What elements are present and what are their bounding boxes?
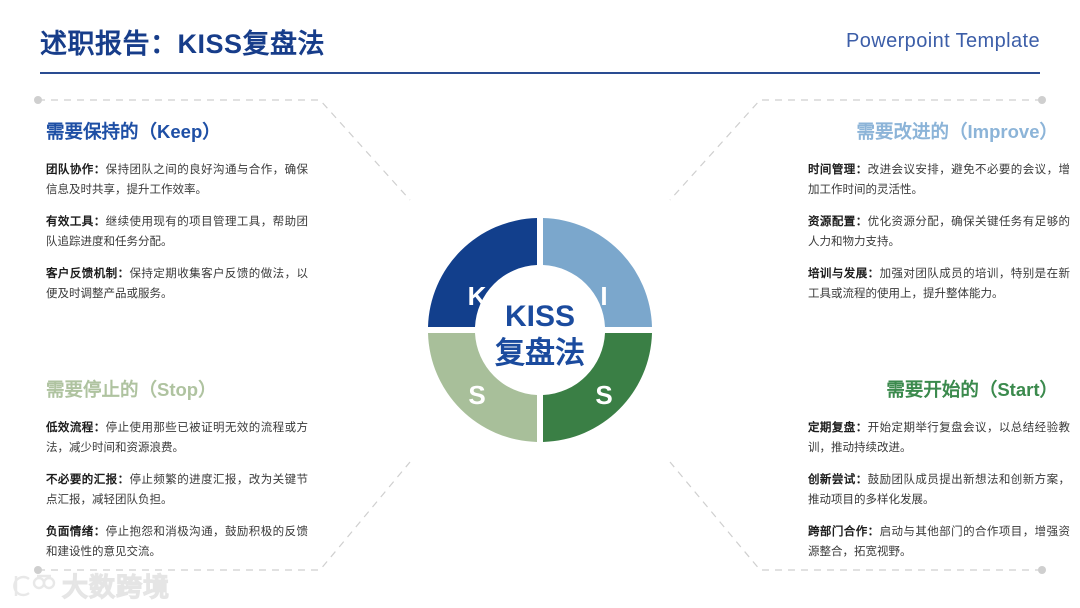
bullet-lead: 负面情绪： <box>46 525 106 538</box>
bullet-text: 启动与其他部门的合作项目，增强资源整合，拓宽视野。 <box>808 525 1071 559</box>
bullet-lead: 定期复盘： <box>808 422 868 434</box>
list-item: 负面情绪：停止抱怨和消极沟通，鼓励积极的反馈和建设性的意见交流。 <box>46 522 308 563</box>
ring-segment-improve <box>543 218 652 327</box>
bullet-text: 改进会议安排，避免不必要的会议，增加工作时间的灵活性。 <box>808 164 1071 197</box>
bullet-text: 继续使用现有的项目管理工具，帮助团队追踪进度和任务分配。 <box>46 215 309 249</box>
bullet-lead: 低效流程： <box>46 422 106 434</box>
ring-segment-keep <box>428 218 537 327</box>
page-title: 述职报告：KISS复盘法 <box>40 29 326 59</box>
kiss-donut-diagram: K I S S KISS 复盘法 <box>410 200 670 460</box>
quadrant-keep-bullets: 团队协作：保持团队之间的良好沟通与合作，确保信息及时共享，提升工作效率。 有效工… <box>46 160 308 305</box>
bullet-text: 开始定期举行复盘会议，以总结经验教训，推动持续改进。 <box>808 422 1071 455</box>
quadrant-improve: 需要改进的（Improve） 时间管理：改进会议安排，避免不必要的会议，增加工作… <box>784 118 1080 316</box>
header-subtitle: Powerpoint Template <box>845 30 1040 52</box>
list-item: 培训与发展：加强对团队成员的培训，特别是在新工具或流程的使用上，提升整体能力。 <box>808 264 1070 305</box>
bullet-text: 保持团队之间的良好沟通与合作，确保信息及时共享，提升工作效率。 <box>46 164 309 197</box>
list-item: 资源配置：优化资源分配，确保关键任务有足够的人力和物力支持。 <box>808 212 1070 253</box>
quadrant-start-title: 需要开始的（Start） <box>886 379 1058 400</box>
quadrant-stop-title: 需要停止的（Stop） <box>46 379 217 400</box>
bullet-text: 停止使用那些已被证明无效的流程或方法，减少时间和资源浪费。 <box>46 422 309 455</box>
bullet-text: 加强对团队成员的培训，特别是在新工具或流程的使用上，提升整体能力。 <box>808 267 1071 301</box>
ring-segment-start <box>543 333 652 442</box>
donut-center-line2: 复盘法 <box>495 336 585 370</box>
bullet-lead: 培训与发展： <box>808 267 880 280</box>
ring-letter-s-start: S <box>595 380 612 410</box>
decor-dot-top-right <box>1038 96 1046 104</box>
quadrant-keep: 需要保持的（Keep） 团队协作：保持团队之间的良好沟通与合作，确保信息及时共享… <box>46 118 346 316</box>
ring-segment-stop <box>428 333 537 442</box>
list-item: 定期复盘：开始定期举行复盘会议，以总结经验教训，推动持续改进。 <box>808 418 1070 459</box>
bullet-text: 优化资源分配，确保关键任务有足够的人力和物力支持。 <box>808 215 1071 249</box>
list-item: 低效流程：停止使用那些已被证明无效的流程或方法，减少时间和资源浪费。 <box>46 418 308 459</box>
bullet-lead: 不必要的汇报： <box>46 473 130 486</box>
donut-center-line1: KISS <box>505 300 575 333</box>
watermark: 大数跨境 <box>10 567 170 604</box>
bullet-text: 停止频繁的进度汇报，改为关键节点汇报，减轻团队负担。 <box>46 473 308 507</box>
bullet-lead: 时间管理： <box>808 164 868 176</box>
list-item: 跨部门合作：启动与其他部门的合作项目，增强资源整合，拓宽视野。 <box>808 522 1070 563</box>
ring-letter-k: K <box>468 281 487 311</box>
quadrant-start-bullets: 定期复盘：开始定期举行复盘会议，以总结经验教训，推动持续改进。 创新尝试：鼓励团… <box>808 418 1070 563</box>
quadrant-improve-title: 需要改进的（Improve） <box>856 121 1058 142</box>
bullet-lead: 团队协作： <box>46 164 106 176</box>
bullet-lead: 跨部门合作： <box>808 525 880 538</box>
bullet-text: 鼓励团队成员提出新想法和创新方案，推动项目的多样化发展。 <box>808 473 1071 507</box>
list-item: 创新尝试：鼓励团队成员提出新想法和创新方案，推动项目的多样化发展。 <box>808 470 1070 511</box>
watermark-text: 大数跨境 <box>61 572 171 603</box>
ring-letter-s-stop: S <box>468 380 485 410</box>
quadrant-keep-title: 需要保持的（Keep） <box>46 121 221 142</box>
bullet-text: 保持定期收集客户反馈的做法，以便及时调整产品或服务。 <box>46 267 308 301</box>
bullet-lead: 客户反馈机制： <box>46 267 130 280</box>
bullet-lead: 有效工具： <box>46 215 106 228</box>
quadrant-start: 需要开始的（Start） 定期复盘：开始定期举行复盘会议，以总结经验教训，推动持… <box>784 376 1080 574</box>
ring-letter-i: I <box>600 281 607 311</box>
bullet-lead: 资源配置： <box>808 215 868 228</box>
header-divider <box>40 72 1040 74</box>
slide-header: 述职报告：KISS复盘法 Powerpoint Template <box>40 22 1040 74</box>
decor-dot-top-left <box>34 96 42 104</box>
bullet-text: 停止抱怨和消极沟通，鼓励积极的反馈和建设性的意见交流。 <box>46 525 309 559</box>
quadrant-improve-bullets: 时间管理：改进会议安排，避免不必要的会议，增加工作时间的灵活性。 资源配置：优化… <box>808 160 1070 305</box>
quadrant-stop-bullets: 低效流程：停止使用那些已被证明无效的流程或方法，减少时间和资源浪费。 不必要的汇… <box>46 418 308 563</box>
list-item: 时间管理：改进会议安排，避免不必要的会议，增加工作时间的灵活性。 <box>808 160 1070 201</box>
list-item: 有效工具：继续使用现有的项目管理工具，帮助团队追踪进度和任务分配。 <box>46 212 308 253</box>
bullet-lead: 创新尝试： <box>808 473 868 486</box>
list-item: 团队协作：保持团队之间的良好沟通与合作，确保信息及时共享，提升工作效率。 <box>46 160 308 201</box>
list-item: 不必要的汇报：停止频繁的进度汇报，改为关键节点汇报，减轻团队负担。 <box>46 470 308 511</box>
list-item: 客户反馈机制：保持定期收集客户反馈的做法，以便及时调整产品或服务。 <box>46 264 308 305</box>
watermark-logo-icon <box>13 574 56 596</box>
quadrant-stop: 需要停止的（Stop） 低效流程：停止使用那些已被证明无效的流程或方法，减少时间… <box>46 376 346 574</box>
